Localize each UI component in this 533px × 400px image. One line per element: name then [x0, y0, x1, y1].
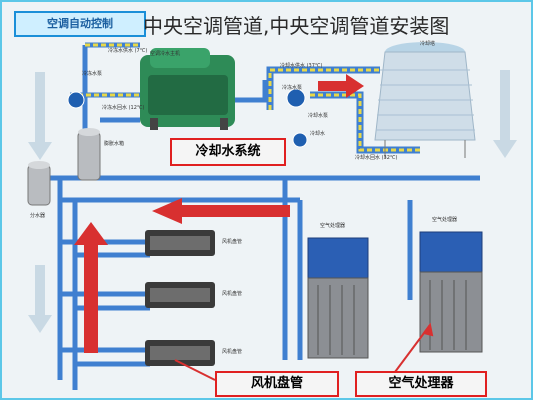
fan-coil-small-3: 风机盘管: [222, 349, 243, 355]
auto-control-badge: 空调自动控制: [14, 11, 146, 37]
left-flow-arrows: [28, 70, 517, 333]
flow-arrows-red: [74, 74, 364, 353]
auto-control-text: 空调自动控制: [47, 17, 113, 30]
cooling-water-small-label: 冷却水: [310, 131, 326, 137]
air-handler-badge: 空气处理器: [355, 371, 487, 397]
main-unit-label: 空调冷水主机: [150, 51, 181, 57]
fan-coil-text: 风机盘管: [250, 376, 303, 391]
pump-icons: [67, 88, 308, 148]
fan-coil-units: [145, 230, 215, 366]
air-handler-1: [307, 237, 369, 359]
fan-coil-badge: 风机盘管: [215, 371, 339, 397]
fan-coil-small-1: 风机盘管: [222, 239, 243, 245]
cooling-return-label: 冷却水回水 (32℃): [355, 155, 398, 161]
cooling-water-system-badge: 冷却水系统: [170, 138, 286, 166]
fan-coil-small-2: 风机盘管: [222, 291, 243, 297]
cooling-tower-label: 冷却塔: [420, 41, 436, 47]
air-handler-text: 空气处理器: [388, 376, 454, 391]
chiller-unit: [140, 48, 235, 130]
overlay-title: 中央空调管道,中央空调管道安装图: [143, 14, 450, 38]
cooling-pump-label: 冷却水泵: [308, 113, 329, 119]
air-handler-2: [419, 231, 483, 353]
cooling-supply-label: 冷却水供水 (37℃): [280, 63, 323, 69]
distributor-tank: [27, 161, 51, 206]
distributor-label: 分水器: [30, 213, 46, 219]
chilled-return-label: 冷冻水回水 (12℃): [102, 105, 145, 111]
chilled-supply-label: 冷冻水供水 (7℃): [108, 48, 148, 54]
chilled-pump-label: 冷冻水泵: [82, 71, 103, 77]
cooling-water-system-text: 冷却水系统: [195, 144, 261, 159]
chilled-pump-2-label: 冷冻水泵: [282, 85, 303, 91]
pointer-lines: [174, 322, 434, 381]
ahu-top-label-2: 空气处理器: [432, 217, 458, 223]
ahu-top-label-1: 空气处理器: [320, 223, 346, 229]
expansion-tank-label: 膨胀水箱: [104, 141, 125, 147]
expansion-tank: [77, 128, 101, 181]
cooling-tower: [374, 42, 476, 158]
